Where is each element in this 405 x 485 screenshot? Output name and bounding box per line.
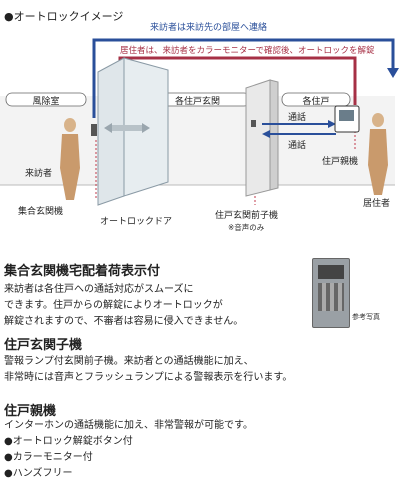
section-door-unit-heading: 住戸玄関子機 (4, 338, 83, 353)
section-lobby-text: 来訪者は各住戸への通話対応がスムーズに できます。住戸からの解錠によりオートロッ… (4, 284, 244, 327)
resident-head (372, 113, 384, 127)
photo-caption: 参考写真 (352, 313, 380, 321)
auto-door-label: オートロックドア (100, 217, 173, 227)
section-door-unit-text: 警報ランプ付玄関前子機。来訪者との通話機能に加え、 非常時には音声とフラッシュラ… (4, 356, 293, 383)
resident-label: 居住者 (363, 199, 391, 209)
diagram-title: ●オートロックイメージ (4, 10, 124, 23)
lobby-unit-label: 集合玄関機 (18, 207, 64, 217)
visitor-label: 来訪者 (25, 169, 53, 179)
zone-pill-vestibule (5, 92, 87, 107)
door-arrow-left (104, 123, 112, 133)
zone-pill-unit (281, 92, 351, 107)
door-sub-unit-note: ※音声のみ (228, 223, 265, 232)
auto-lock-diagram (0, 38, 399, 206)
visitor-body (60, 134, 80, 200)
resident-body (368, 129, 388, 195)
section-master-unit-text: インターホンの通話機能に加え、非常警報が可能です。 ●オートロック解錠ボタン付 … (4, 420, 253, 479)
blue-arrow-head (387, 68, 399, 78)
section-lobby-heading: 集合玄関機宅配着荷表示付 (4, 264, 161, 279)
lobby-unit-photo (312, 258, 350, 328)
door-sub-unit-label: 住戸玄関前子機 (215, 211, 279, 221)
blue-route-line (92, 38, 395, 118)
master-unit-label: 住戸親機 (322, 157, 359, 167)
zone-entrance: 各住戸玄関 (174, 97, 220, 107)
lobby-panel (91, 124, 97, 136)
section-master-unit-heading: 住戸親機 (4, 404, 57, 419)
call-arrow-right (328, 120, 336, 128)
red-route-label: 居住者は、来訪者をカラーモニターで確認後、オートロックを解錠 (120, 46, 375, 56)
visitor-head (64, 118, 76, 132)
zone-unit: 各住戸 (302, 97, 330, 107)
door-sub-unit-shape (251, 120, 256, 127)
call-arrow-left (262, 130, 270, 138)
blue-route-label: 来訪者は来訪先の部屋へ連絡 (150, 23, 268, 33)
call-label-lower: 通話 (288, 141, 307, 151)
call-label-upper: 通話 (288, 113, 307, 123)
zone-vestibule: 風除室 (32, 97, 60, 107)
door-arrow-right (142, 123, 150, 133)
